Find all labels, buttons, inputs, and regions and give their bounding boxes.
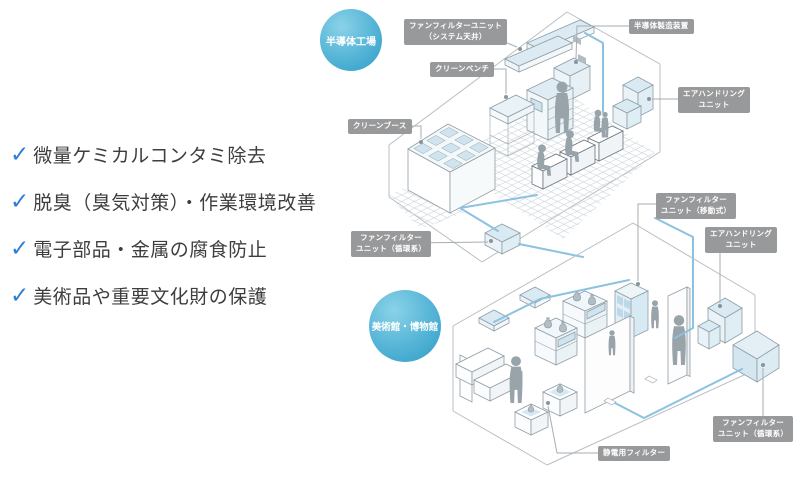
semiconductor-factory-illustration <box>388 11 680 263</box>
label-air-handling-unit-bottom: エアハンドリング ユニット <box>705 227 778 253</box>
factory-blue-piping <box>459 32 604 258</box>
floor-vent-marker <box>644 375 658 384</box>
clean-bench-shape <box>489 94 535 157</box>
museum-ceiling-ffu-panels <box>478 286 551 332</box>
standing-person-silhouette <box>608 330 616 356</box>
museum-illustration <box>452 203 780 466</box>
benefit-text: 美術品や重要文化財の保護 <box>33 287 268 308</box>
left-display-benches <box>455 347 523 403</box>
check-icon: ✓ <box>10 188 30 214</box>
seated-person-silhouette <box>565 130 580 162</box>
factory-room-wireframe <box>388 11 661 263</box>
seated-person-silhouette <box>537 144 552 176</box>
check-icon: ✓ <box>10 282 30 308</box>
wall-sensor-box <box>578 54 586 64</box>
standing-person-silhouette <box>651 300 659 329</box>
standing-person-silhouette <box>554 81 570 133</box>
label-semiconductor-equipment: 半導体製造装置 <box>629 19 694 34</box>
booth-filter-grid <box>413 127 489 169</box>
label-clean-bench: クリーンベンチ <box>430 62 495 77</box>
label-ffu-mobile: ファンフィルター ユニット（移動式） <box>656 193 737 219</box>
benefit-text: 脱臭（臭気対策）・作業環境改善 <box>33 193 317 214</box>
seated-person-silhouette <box>593 109 607 138</box>
museum-ffu-circulation-unit <box>732 330 780 383</box>
standing-person-silhouette <box>672 315 686 365</box>
standing-person-silhouette <box>509 356 523 403</box>
benefit-item: ✓ 脱臭（臭気対策）・作業環境改善 <box>10 188 317 216</box>
museum-air-handling-unit <box>697 297 743 350</box>
museum-blue-piping <box>493 217 743 419</box>
benefit-text: 微量ケミカルコンタミ除去 <box>33 146 267 167</box>
display-shelves <box>534 290 608 366</box>
label-clean-booth: クリーンブース <box>348 119 412 134</box>
semiconductor-equipment <box>526 57 591 141</box>
museum-label-connectors <box>546 203 765 454</box>
check-icon: ✓ <box>10 141 30 167</box>
label-air-handling-unit-top: エアハンドリング ユニット <box>678 87 751 113</box>
label-ffu-circulation-top: ファンフィルター ユニット（循環系） <box>351 231 432 257</box>
factory-people <box>537 81 609 176</box>
floor-vent-marker <box>603 397 617 406</box>
benefits-list: ✓ 微量ケミカルコンタミ除去 ✓ 脱臭（臭気対策）・作業環境改善 ✓ 電子部品・… <box>10 141 317 332</box>
factory-air-handling-unit <box>612 76 654 130</box>
label-electrostatic-filter: 静電用フィルター <box>598 446 671 461</box>
benefit-text: 電子部品・金属の腐食防止 <box>33 240 268 261</box>
benefit-item: ✓ 美術品や重要文化財の保護 <box>10 282 316 310</box>
label-ffu-ceiling: ファンフィルターユニット （システム天井） <box>404 19 508 45</box>
semiconductor-factory-badge: 半導体工場 <box>320 9 382 71</box>
check-icon: ✓ <box>10 235 30 261</box>
clean-booth-shape <box>407 123 496 214</box>
museum-people <box>509 300 686 403</box>
museum-badge: 美術館・博物館 <box>369 290 441 362</box>
label-ffu-circulation-bottom: ファンフィルター ユニット（循環系） <box>713 416 794 442</box>
benefit-item: ✓ 微量ケミカルコンタミ除去 <box>10 141 316 169</box>
benefit-item: ✓ 電子部品・金属の腐食防止 <box>10 235 316 263</box>
display-cases <box>514 383 578 436</box>
